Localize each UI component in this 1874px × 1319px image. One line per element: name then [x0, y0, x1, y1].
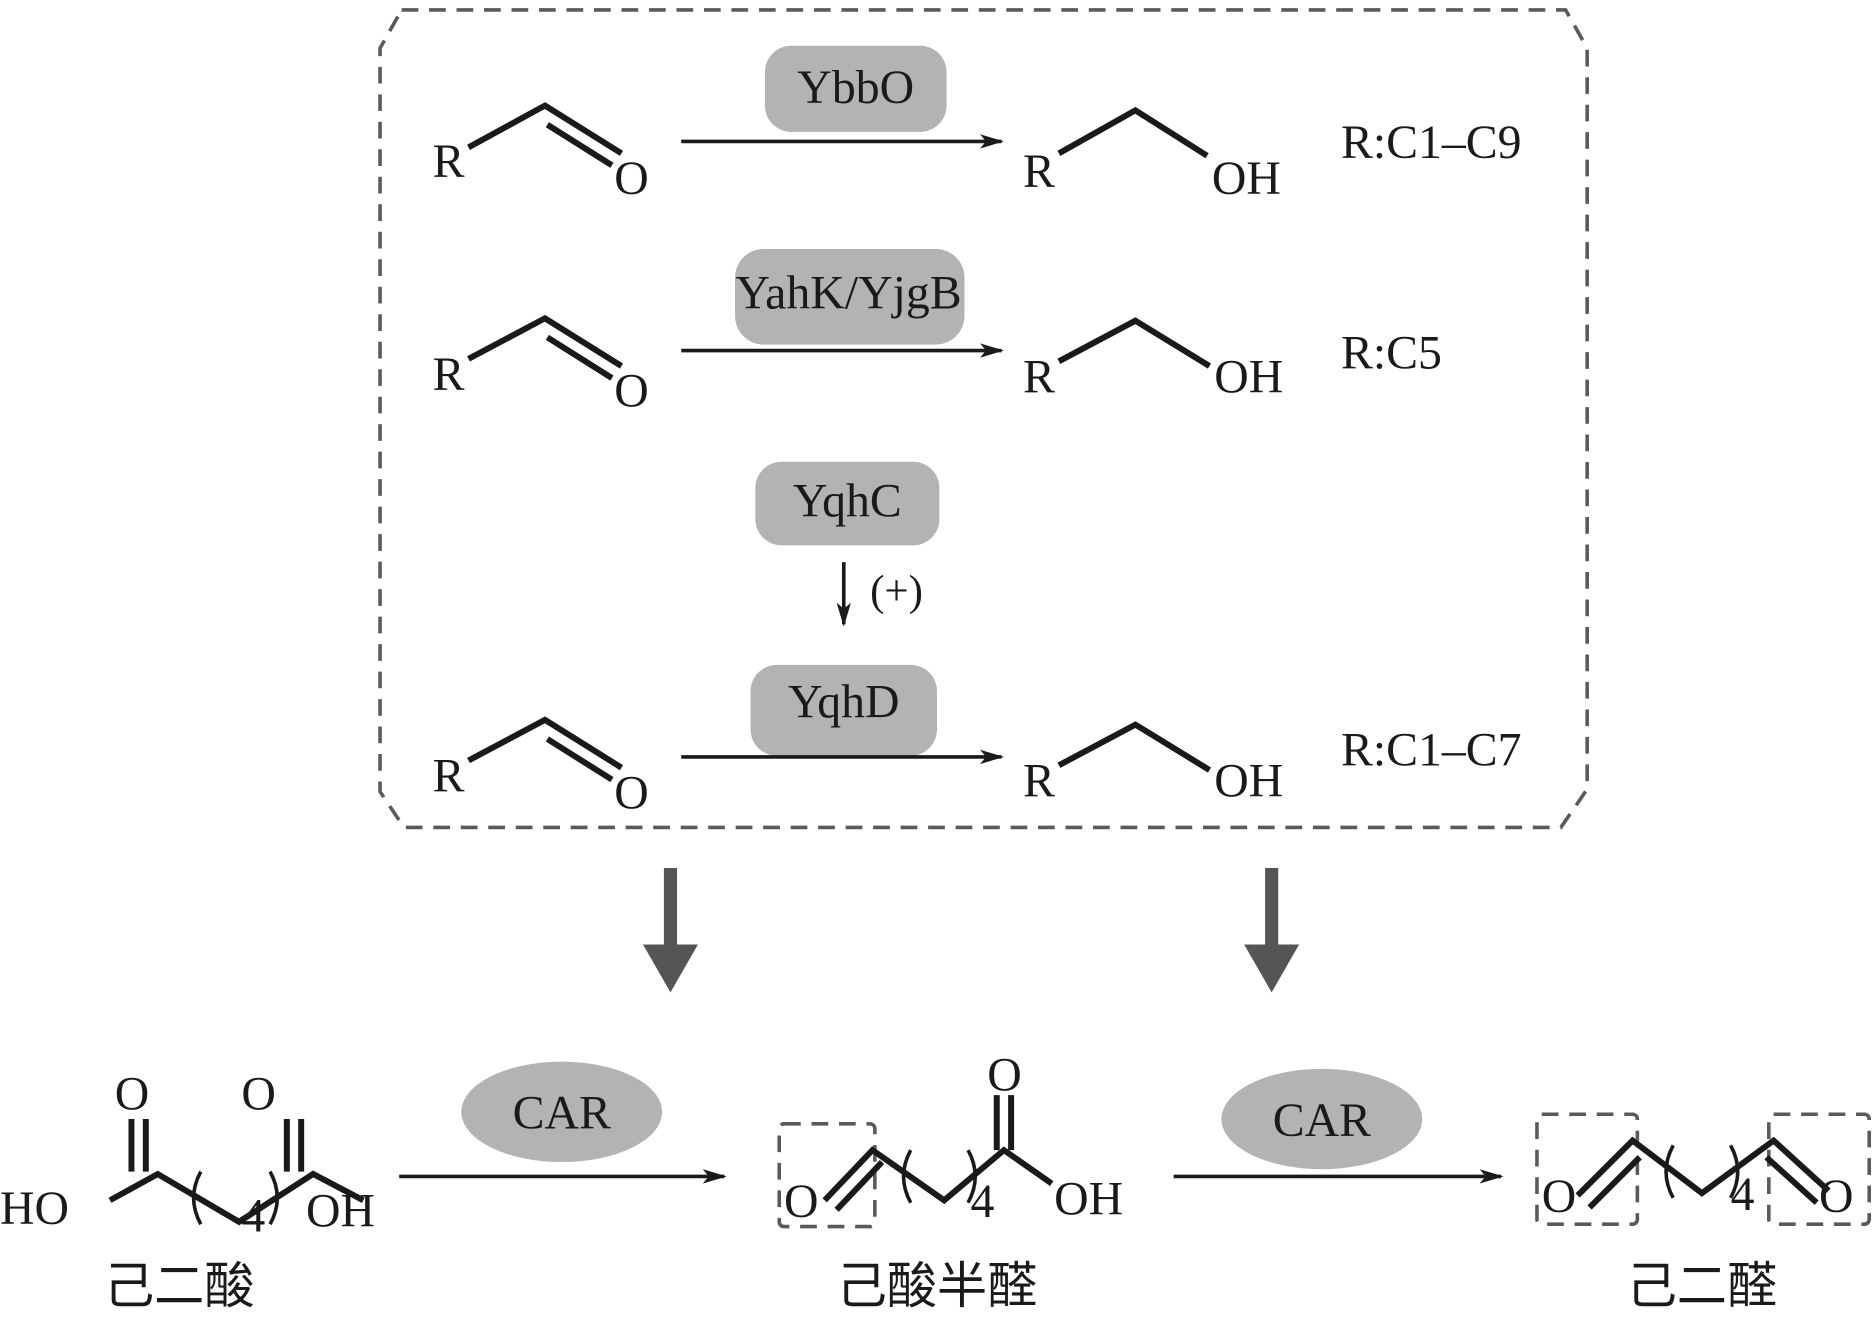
reaction-yahk-yjgb: R O YahK/YjgB R OH R:C5	[433, 248, 1442, 418]
carbon-range: R:C5	[1341, 326, 1442, 379]
o-label: O	[115, 1067, 150, 1120]
enzyme-badge-yqhc	[755, 461, 940, 546]
enzyme-badge-ybbo	[764, 45, 947, 132]
subscript-count: 4	[241, 1189, 265, 1242]
activation-label: (+)	[870, 568, 923, 615]
compound-name: 己酸半醛	[837, 1256, 1038, 1315]
r-label: R	[433, 348, 465, 401]
enzyme-badge-car-2	[1221, 1068, 1423, 1170]
enzyme-label: CAR	[513, 1087, 611, 1140]
enzyme-badge-car-1	[461, 1061, 663, 1163]
oh-label: OH	[1214, 350, 1283, 403]
carbon-range: R:C1–C7	[1341, 723, 1522, 776]
r-label: R	[1023, 350, 1055, 403]
down-arrow-right	[1244, 868, 1300, 993]
r-label: R	[1023, 754, 1055, 807]
enzyme-label: YqhD	[788, 675, 900, 728]
aldehyde-substrate: R O	[433, 314, 649, 418]
enzyme-badge-yahk-yjgb	[735, 248, 965, 345]
o-label: O	[1819, 1170, 1854, 1223]
aldehyde-highlight-box	[777, 1122, 877, 1229]
ho-label: HO	[0, 1182, 69, 1235]
subscript-count: 4	[970, 1175, 994, 1228]
o-label: O	[614, 365, 649, 418]
enzyme-badge-yqhd	[750, 664, 937, 756]
reaction-yqhd: R O YqhD R OH R:C1–C7	[433, 664, 1522, 819]
o-label: O	[1542, 1170, 1577, 1223]
oh-label: OH	[1054, 1173, 1123, 1226]
reaction-ybbo: R O YbbO R OH R:C1–C9	[433, 45, 1522, 205]
o-label: O	[614, 152, 649, 205]
dashed-enzyme-box	[378, 8, 1589, 830]
aldehyde-highlight-box	[1767, 1112, 1872, 1227]
compound-name: 己二醛	[1627, 1256, 1778, 1315]
r-label: R	[433, 750, 465, 803]
o-label: O	[784, 1175, 819, 1228]
aldehyde-highlight-box	[1535, 1112, 1640, 1227]
enzyme-label: YbbO	[797, 61, 914, 114]
o-label: O	[987, 1048, 1022, 1101]
aldehyde-substrate: R O	[433, 716, 649, 819]
alcohol-product: R OH	[1023, 106, 1281, 205]
enzyme-label: YahK/YjgB	[735, 267, 961, 320]
enzyme-label: YqhC	[793, 475, 902, 528]
compound-name: 己二酸	[104, 1256, 255, 1315]
down-arrow-left	[642, 868, 698, 993]
oh-label: OH	[306, 1185, 375, 1238]
subscript-count: 4	[1731, 1168, 1755, 1221]
oh-label: OH	[1214, 754, 1283, 807]
molecule-adipate-semialdehyde: O O 4 OH 己酸半醛	[777, 1048, 1123, 1315]
o-label: O	[241, 1067, 276, 1120]
aldehyde-substrate: R O	[433, 102, 649, 205]
oh-label: OH	[1212, 152, 1281, 205]
r-label: R	[433, 135, 465, 188]
alcohol-product: R OH	[1023, 721, 1283, 807]
o-label: O	[614, 766, 649, 819]
molecule-adipic-acid: O O HO 4 OH 己二酸	[0, 1067, 375, 1315]
molecule-adipaldehyde: O 4 O 己二醛	[1535, 1112, 1872, 1315]
enzyme-label: CAR	[1273, 1094, 1371, 1147]
alcohol-product: R OH	[1023, 317, 1283, 403]
r-label: R	[1023, 145, 1055, 198]
carbon-range: R:C1–C9	[1341, 116, 1522, 169]
regulator-yqhc: YqhC (+)	[755, 461, 940, 627]
